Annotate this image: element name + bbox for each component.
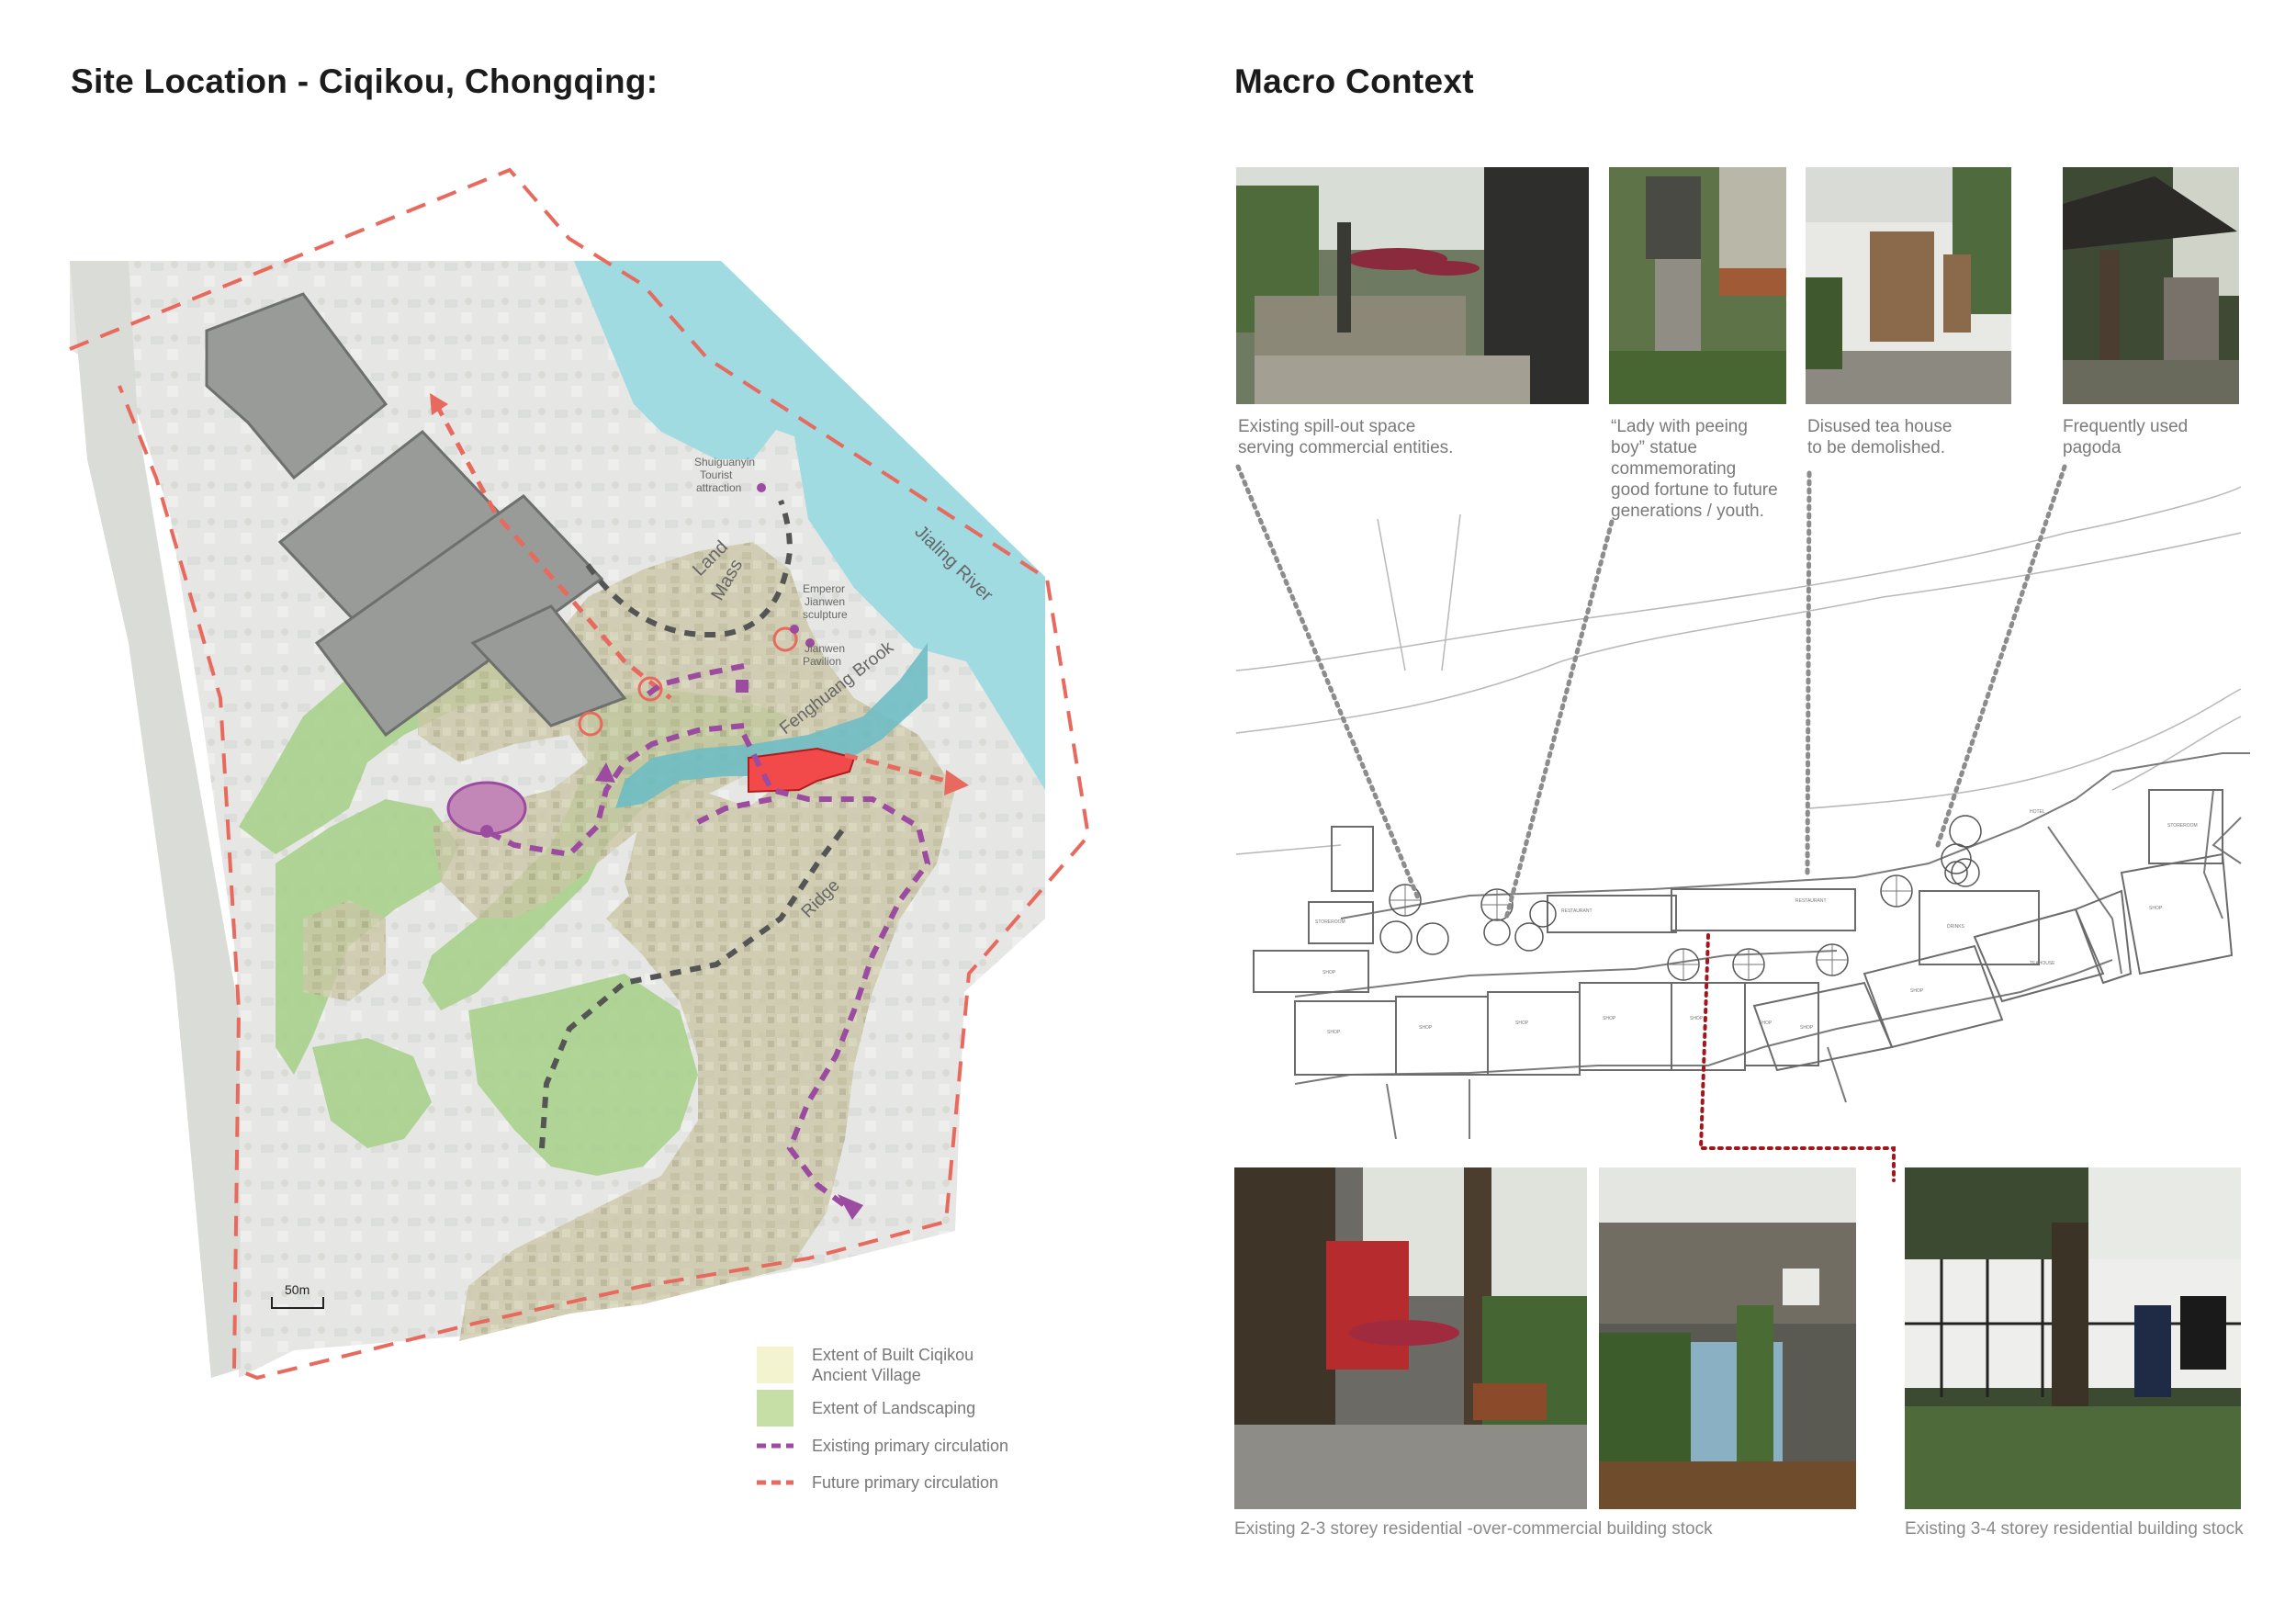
caption-spill-out-line1: Existing spill-out space: [1238, 417, 1416, 436]
plan-label-16: SHOP: [2149, 906, 2163, 911]
caption-tea-house: Disused tea house to be demolished.: [1807, 416, 2009, 458]
legend-swatch-future: [757, 1480, 793, 1485]
plan-label-8: STOREROOM: [2167, 823, 2198, 829]
site-highlight: [748, 747, 856, 794]
site-location-panel: Site Location - Ciqikou, Chongqing:: [69, 62, 1091, 1493]
macro-context-title: Macro Context: [1234, 62, 1474, 100]
pavilion-label-1: Jianwen: [805, 642, 845, 655]
shuiguanyin-label-3: attraction: [696, 481, 741, 494]
caption-spill-out: Existing spill-out space serving commerc…: [1238, 416, 1532, 458]
legend-swatch-landscaping: [757, 1390, 793, 1427]
caption-statue-line3: commemorating: [1611, 459, 1737, 479]
fenghuang-brook: [615, 643, 928, 808]
plan-label-4: SHOP: [1327, 1030, 1341, 1035]
existing-circulation: [485, 663, 931, 1215]
caption-tea-house-line2: to be demolished.: [1807, 438, 1945, 457]
caption-spill-out-line2: serving commercial entities.: [1238, 438, 1454, 457]
plan-label-17: DRINKS: [1947, 924, 1965, 930]
plan-edges: [1294, 752, 2250, 1140]
plan-label-12: SHOP: [1759, 1021, 1773, 1026]
caption-pagoda-line1: Frequently used: [2063, 417, 2189, 436]
legend-item-future-circulation: Future primary circulation: [757, 1472, 998, 1493]
scale-bar: [271, 1297, 324, 1309]
photo-tea-house: [1806, 167, 2011, 404]
photo-residential-commercial-1: [1234, 1167, 1587, 1509]
site-plan-drawing: STOREROOM SHOP RESTAURANT SHOP SHOP SHOP…: [1235, 464, 2250, 1182]
caption-pagoda: Frequently used pagoda: [2063, 416, 2246, 458]
shuiguanyin-label-1: Shuiguanyin: [694, 456, 755, 468]
legend-label-built-2: Ancient Village: [812, 1366, 921, 1384]
legend-swatch-built: [757, 1347, 793, 1383]
plan-label-10: SHOP: [1603, 1016, 1616, 1021]
plan-label-1: STOREROOM: [1315, 919, 1345, 925]
site-boundary: [69, 167, 1091, 1381]
photo-residential-3-4-storey: [1905, 1167, 2241, 1509]
caption-pagoda-line2: pagoda: [2063, 438, 2122, 457]
legend-label-existing: Existing primary circulation: [812, 1437, 1009, 1455]
scale-label: 50m: [285, 1282, 310, 1297]
emperor-label-3: sculpture: [803, 608, 848, 621]
leader-lines: [1235, 464, 2067, 921]
plan-label-2: SHOP: [1322, 970, 1336, 976]
plan-label-13: SHOP: [1800, 1025, 1814, 1031]
plan-label-14: SHOP: [1910, 988, 1924, 994]
legend-item-existing-circulation: Existing primary circulation: [757, 1436, 1008, 1456]
plan-trees: [1379, 815, 1982, 981]
plan-label-3: RESTAURANT: [1561, 908, 1593, 914]
jialing-river: [574, 261, 1045, 790]
plan-label-5: SHOP: [1419, 1025, 1433, 1031]
legend-label-landscaping: Extent of Landscaping: [812, 1399, 976, 1417]
caption-statue: “Lady with peeing boy” statue commemorat…: [1611, 416, 1813, 522]
site-map: Jialing River Fenghuang Brook Land Mass …: [69, 167, 1091, 1381]
caption-statue-line5: generations / youth.: [1611, 502, 1764, 521]
caption-statue-line1: “Lady with peeing: [1611, 417, 1748, 436]
pavilion-label-2: Pavilion: [803, 655, 841, 668]
existing-start-dot: [480, 825, 493, 838]
existing-arrowhead-1: [838, 1194, 863, 1220]
poi-dots: [757, 483, 815, 648]
shuiguanyin-label-2: Tourist: [700, 468, 733, 481]
legend-swatch-existing: [757, 1443, 793, 1449]
photo-statue: [1609, 167, 1786, 404]
legend-item-built-village: Extent of Built Ciqikou Ancient Village: [757, 1345, 974, 1385]
plan-buildings: [1253, 789, 2234, 1076]
legend-label-future: Future primary circulation: [812, 1473, 999, 1492]
contour-lines: [1235, 486, 2242, 855]
purple-marker: [736, 680, 748, 693]
caption-statue-line4: good fortune to future: [1611, 480, 1778, 500]
terrain-paths: [539, 499, 848, 1149]
future-arrowhead-north: [430, 393, 448, 415]
plan-label-9: RESTAURANT: [1795, 898, 1827, 904]
existing-arrowhead-2: [595, 762, 615, 783]
photo-residential-commercial-2: [1599, 1167, 1856, 1509]
plan-label-7: HOTEL: [2030, 809, 2045, 815]
caption-tea-house-line1: Disused tea house: [1807, 417, 1953, 436]
legend-item-landscaping: Extent of Landscaping: [757, 1390, 975, 1427]
poi-markers: [578, 626, 798, 737]
plan-label-11: SHOP: [1690, 1016, 1704, 1021]
emperor-label-1: Emperor: [803, 582, 845, 595]
site-location-title: Site Location - Ciqikou, Chongqing:: [71, 62, 658, 100]
caption-residential-3-4: Existing 3-4 storey residential building…: [1905, 1519, 2244, 1539]
plan-label-6: SHOP: [1515, 1021, 1529, 1026]
future-arrowhead-east: [944, 770, 969, 795]
future-circulation: [433, 402, 947, 784]
caption-statue-line2: boy” statue: [1611, 438, 1697, 457]
caption-residential-commercial: Existing 2-3 storey residential -over-co…: [1234, 1519, 1713, 1539]
emperor-label-2: Jianwen: [805, 595, 845, 608]
photo-spill-out-space: [1236, 167, 1589, 404]
plan-label-15: TEAHOUSE: [2030, 961, 2055, 966]
photo-pagoda: [2063, 167, 2239, 404]
plan-tree-spokes: [1390, 875, 1912, 980]
legend-label-built-1: Extent of Built Ciqikou: [812, 1346, 974, 1364]
red-leader-line: [1698, 933, 1896, 1182]
